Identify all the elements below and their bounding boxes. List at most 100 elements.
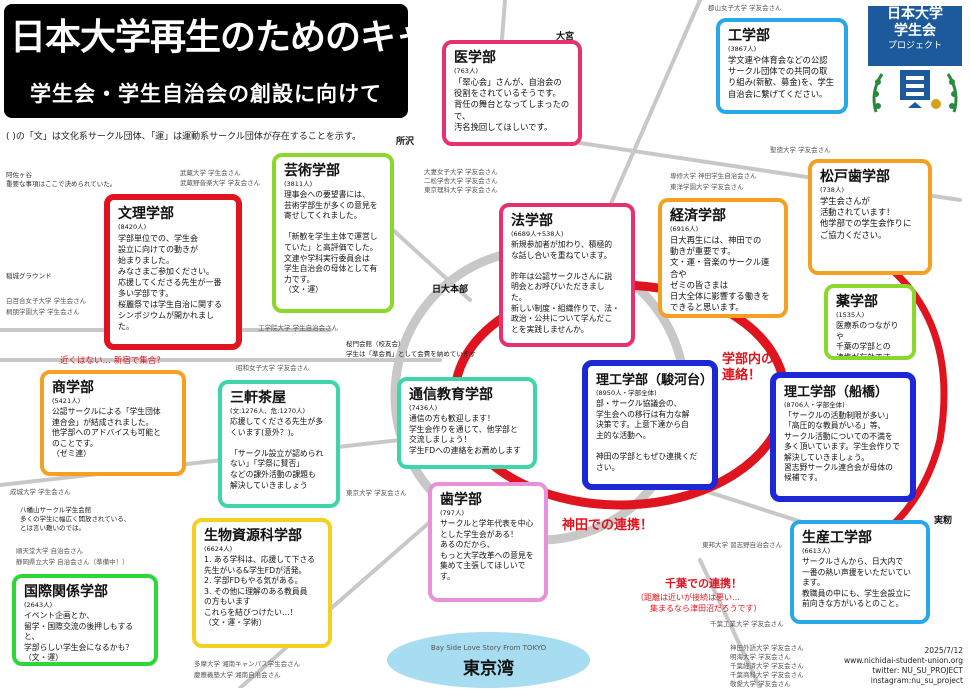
school-label: 神田外語大学 学友会さん (730, 644, 804, 652)
box-desc: 理事会への要望書には、 芸術学部生が多くの意見を 寄せしてくれました。 「新歓を… (284, 190, 378, 295)
school-label: 八幡山サークル学生会館 (20, 506, 92, 514)
school-label: 千葉商科大学 学友会さん (730, 671, 804, 679)
footer-twitter[interactable]: twitter: NU_SU_PROJECT (872, 666, 963, 675)
school-label: 工学院大学 学生自治会さん (258, 324, 339, 332)
box-seisan: 生産工学部 (6613人) サークルさんから、日大内で 一番の熱い声援をいただい… (790, 520, 930, 624)
bay-english: Bay Side Love Story From TOKYO (430, 644, 547, 652)
school-label: 明海大学 学友会さん (730, 653, 791, 661)
box-desc: 学生会さんが 活動されています！ 他学部での学生会作りに ご協力ください。 (820, 196, 912, 240)
box-title: 商学部 (52, 380, 94, 396)
box-desc: 応援してくださる先生が多 くいます(意外？)。 「サークル設立が認められ ない」… (230, 417, 324, 490)
footer-url[interactable]: www.nichidai-student-union.org (843, 656, 963, 665)
box-count: (8950人・学部全体) (596, 389, 657, 397)
box-shigaku: 歯学部 (797人) サークルと学年代表を中心 とした学生会がある！ あるのだか… (428, 482, 548, 602)
school-label: 大妻女子大学 学友会さん (424, 168, 498, 176)
legend-note: ( )の「文」は文化系サークル団体、「運」は運動系サークル団体が存在することを示… (6, 132, 361, 142)
box-geijutsu: 芸術学部 (3811人) 理事会への要望書には、 芸術学部生が多くの意見を 寄せ… (272, 153, 394, 313)
school-label: 慶應義塾大学 湘南自治会さん (194, 671, 281, 679)
box-title: 薬学部 (836, 294, 878, 310)
school-label: 二松学舎大学 学友会さん (424, 177, 498, 185)
school-label: 専修大学 神田学生自治会さん (670, 172, 757, 180)
box-count: (文:1276人、危:1270人) (230, 407, 306, 415)
school-label: 多くの学生に幅広く開放されている、 (20, 515, 131, 523)
project-logo: 日本大学 学生会 プロジェクト (868, 6, 962, 66)
box-title: 生産工学部 (802, 530, 872, 546)
box-seibutsu: 生物資源科学部 (6624人) 1. ある学科は、応援して下さる 先生がいる&学… (192, 518, 332, 648)
box-title: 三軒茶屋 (230, 390, 286, 406)
box-count: (6916人) (670, 225, 699, 233)
school-label: 成城大学 学生会さん (10, 488, 71, 496)
asagaya-note: 重要な事項はここで決められていた。 (6, 180, 117, 188)
station-omiya: 大宮 (556, 32, 575, 42)
box-title: 芸術学部 (284, 163, 340, 179)
school-label: 千葉経済大学 学友会さん (730, 662, 804, 670)
box-count: (3811人) (284, 180, 313, 188)
tokyo-bay: Bay Side Love Story From TOKYO 東京湾 (387, 632, 590, 688)
page-subtitle: 学生会・学生自治会の創設に向けて (30, 82, 382, 106)
box-desc: 公認サークルによる「学生団体 連合会」が結成されました。 他学部へのアドバイスも… (52, 407, 161, 459)
box-rikou-funabashi: 理工学部（船橋） (8706人・学部全体) 「サークルの活動制限が多い」 「高圧… (770, 372, 916, 502)
box-desc: 学部単位での、学生会 設立に向けての動きが 始まりました。 みなさまご参加くださ… (118, 234, 222, 331)
box-igaku: 医学部 (763人) 「翠心会」さんが、自治会の 役割をされているそうです。 背… (442, 40, 582, 146)
box-title: 工学部 (728, 28, 770, 44)
footer: 2025/7/12 www.nichidai-student-union.org… (844, 646, 963, 686)
box-count: (7436人) (409, 404, 438, 412)
box-desc: 「サークルの活動制限が多い」 「高圧的な教員がいる」等、 サークル活動についての… (784, 411, 900, 483)
station-jitsuryo: 実籾 (934, 516, 953, 526)
logo-line2: 学生会 (894, 23, 936, 39)
footer-instagram[interactable]: instagram:nu_su_project (870, 676, 963, 685)
box-hougaku: 法学部 (6689人+538人) 新規参加者が加わり、積極的 な話し合いを重ねて… (499, 203, 635, 347)
box-desc: 1. ある学科は、応援して下さる 先生がいる&学生FDが活発。 2. 学部FDも… (204, 555, 316, 627)
callout-shinjuku: 近くはない… 新宿で集合？ (60, 356, 165, 366)
title-banner: 日本大学再生のためのキャンパスマップ 学生会・学生自治会の創設に向けて (4, 4, 640, 118)
box-desc: 部・サークル協議会の、 学生会への移行は有力な解 決策です。上意下達から自 主的… (596, 399, 698, 472)
school-label: 敬愛大学 学友会さん (730, 680, 791, 688)
box-count: (797人) (440, 509, 464, 517)
line-southeast (698, 558, 762, 688)
box-desc: 「翠心会」さんが、自治会の 役割をされているそうです。 背任の舞台となってしまっ… (454, 77, 570, 132)
station-tokorozawa: 所沢 (396, 137, 415, 147)
box-count: (2643人) (24, 601, 53, 609)
box-title: 松戸歯学部 (820, 169, 890, 185)
station-nichidai-honbu: 日大本部 (432, 285, 469, 295)
box-desc: 学文連や体育会などの公認 サークル団体での共同の取 り組み(新歓、募金)を、学生… (728, 55, 835, 99)
school-label: 東洋学園大学 学友会さん (670, 183, 744, 191)
box-desc: 新規参加者が加わり、積極的 な話し合いを重ねています。 昨年は公認サークルさんに… (511, 240, 620, 334)
callout-chiba: 千葉での連携！ (665, 577, 742, 590)
box-sangenjaya: 三軒茶屋 (文:1276人、危:1270人) 応援してくださる先生が多 くいます… (218, 380, 340, 508)
box-desc: 通信の方も歓迎します！ 学生会作りを通じて、他学部と 交流しましょう！ 学生FD… (409, 414, 521, 455)
emblem-icon (872, 70, 958, 113)
box-title: 経済学部 (670, 208, 726, 224)
callout-chiba-sub1: （距離は近いが接続は悪い… (636, 593, 740, 602)
line-southwest (238, 498, 457, 688)
box-title: 医学部 (454, 50, 496, 66)
box-title: 理工学部（駿河台） (596, 373, 714, 388)
school-label: とは言い難いのでは。 (20, 524, 85, 532)
school-label: 桐朋学園大学 学生会さん (6, 308, 80, 316)
box-keizai: 経済学部 (6916人) 日大再生には、神田での 動きが重要です。 文・運・音楽… (658, 198, 788, 318)
box-desc: イベント企画とか、 留学・国際交流の後押しもすると、 学部らしい学生会になるかも… (24, 611, 134, 663)
school-label: 学生は「準会員」として会費を納めています (346, 350, 476, 358)
box-count: (1535人) (836, 311, 865, 319)
box-title: 通信教育学部 (409, 387, 493, 403)
school-label: 武蔵野音楽大学 学友会さん (180, 179, 261, 187)
box-shougaku: 商学部 (5421人) 公認サークルによる「学生団体 連合会」が結成されました。… (40, 370, 186, 476)
box-desc: 医療系のつながりや 千葉の学部との 連携が有効です。 (836, 321, 899, 360)
box-title: 歯学部 (440, 492, 482, 508)
box-count: (6624人) (204, 545, 233, 553)
box-count: (6613人) (802, 547, 831, 555)
box-matsudo: 松戸歯学部 (738人) 学生会さんが 活動されています！ 他学部での学生会作り… (808, 159, 932, 275)
box-count: (3867人) (728, 45, 757, 53)
school-label: 東京理科大学 学友会さん (424, 186, 498, 194)
school-label: 多摩大学 湘南キャンパス学生会さん (194, 660, 301, 668)
callout-gakubu-renraku-2: 連絡！ (722, 368, 762, 383)
school-label: 白百合女子大学 学生会さん (6, 297, 87, 305)
logo-line1: 日本大学 (887, 6, 943, 22)
station-asagaya: 阿佐ヶ谷 (6, 171, 32, 179)
box-rikou-surugadai: 理工学部（駿河台） (8950人・学部全体) 部・サークル協議会の、 学生会への… (582, 360, 718, 490)
logo-line3: プロジェクト (887, 41, 942, 51)
station-inagi: 稲城グラウンド (6, 272, 52, 280)
line-north (593, 0, 702, 242)
box-count: (6689人+538人) (511, 230, 564, 238)
school-label: 順天堂大学 自治会さん (16, 547, 84, 555)
